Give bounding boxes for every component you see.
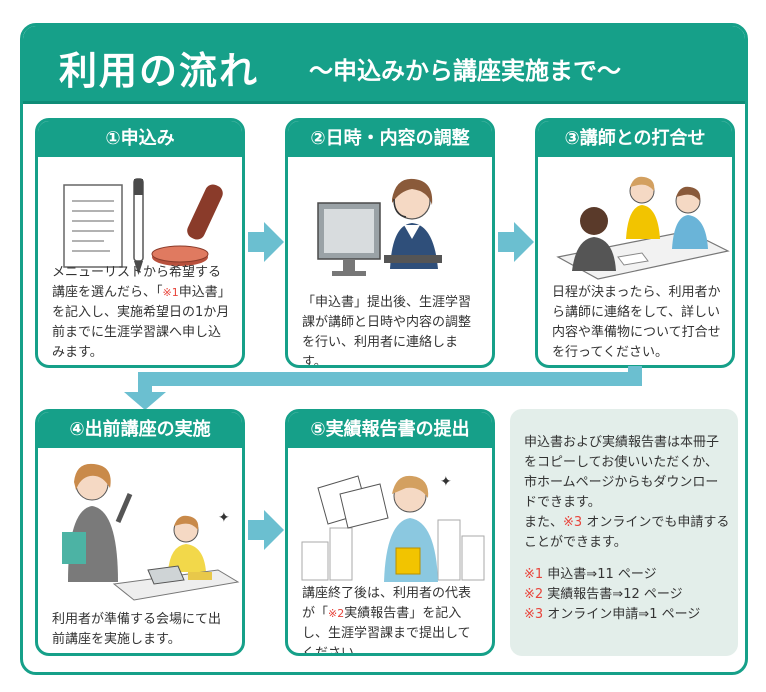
reference-item: ※2 実績報告書⇒12 ページ: [524, 587, 683, 602]
step-description: 利用者が準備する会場にて出前講座を実施します。: [52, 612, 222, 647]
step-card-4: ④出前講座の実施 ✦ 利用者が準備する会場にて出前講座を実施します。: [35, 409, 245, 656]
step-card-1: ①申込み メニューリストから希望する講座を選んだら、「※1申込書」を記入し、実施…: [35, 118, 245, 368]
step-label: ①申込み: [38, 121, 242, 157]
step-description: 「申込書」提出後、生涯学習課が講師と日時や内容の調整を行い、利用者に連絡します。: [302, 295, 472, 368]
step-label: ④出前講座の実施: [38, 412, 242, 448]
arrow-right-icon: [498, 222, 534, 266]
arrow-right-icon: [248, 510, 284, 554]
application-illustration: [38, 161, 242, 286]
reference-mark: ※3: [563, 515, 583, 530]
reference-list: ※1 申込書⇒11 ページ ※2 実績報告書⇒12 ページ ※3 オンライン申請…: [524, 565, 730, 625]
reference-item: ※3 オンライン申請⇒1 ページ: [524, 607, 701, 622]
step-label: ⑤実績報告書の提出: [288, 412, 492, 448]
step-description: 日程が決まったら、利用者から講師に連絡をして、詳しい内容や準備物について打合せを…: [552, 285, 721, 360]
return-arrow-icon: [110, 366, 650, 416]
step-description: 講座終了後は、利用者の代表が「※2実績報告書」を記入し、生涯学習課まで提出してく…: [302, 586, 472, 656]
lecture-illustration: ✦: [38, 452, 242, 602]
step-description: メニューリストから希望する講座を選んだら、「※1申込書」を記入し、実施希望日の1…: [52, 265, 231, 360]
svg-text:✦: ✦: [440, 474, 452, 490]
step-card-2: ②日時・内容の調整 「申込書」提出後、生涯学習課が講師と日時や内容の調整を行い、…: [285, 118, 495, 368]
page-subtitle: 〜申込みから講座実施まで〜: [309, 57, 621, 85]
arrow-right-icon: [248, 222, 284, 266]
meeting-illustration: [538, 161, 732, 286]
svg-text:✦: ✦: [218, 510, 230, 526]
step-label: ③講師との打合せ: [538, 121, 732, 157]
step-card-5: ⑤実績報告書の提出 ✦ 講座終了後は、利用者の代表が「※2実績報告書」を記入し、…: [285, 409, 495, 656]
info-box: 申込書および実績報告書は本冊子をコピーしてお使いいただくか、市ホームページからも…: [510, 409, 738, 656]
step-label: ②日時・内容の調整: [288, 121, 492, 157]
page-title: 利用の流れ: [59, 49, 260, 93]
reference-item: ※1 申込書⇒11 ページ: [524, 567, 657, 582]
info-text: 申込書および実績報告書は本冊子をコピーしてお使いいただくか、市ホームページからも…: [524, 435, 730, 550]
step-card-3: ③講師との打合せ 日程が決まったら、利用者から講師に連絡をして、詳しい内容や準備…: [535, 118, 735, 368]
header-bar: 利用の流れ 〜申込みから講座実施まで〜: [23, 26, 745, 104]
reference-mark: ※1: [162, 286, 179, 299]
operator-illustration: [288, 161, 492, 286]
reference-mark: ※2: [328, 607, 345, 620]
report-illustration: ✦: [288, 452, 492, 582]
